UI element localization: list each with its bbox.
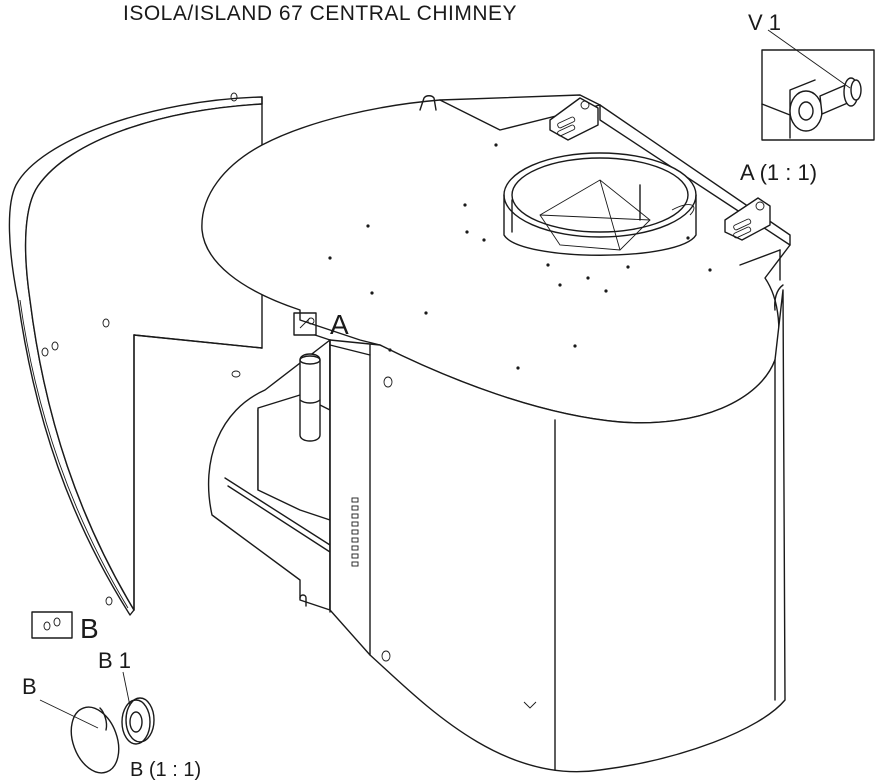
detail-a-scale-label: A (1 : 1) <box>740 160 817 185</box>
skirt-hole <box>383 376 393 388</box>
hood-body <box>201 94 791 773</box>
detail-b-scale-label: B (1 : 1) <box>130 759 201 781</box>
skirt-hole <box>381 650 391 662</box>
mounting-bracket <box>724 197 771 241</box>
panel-hole <box>105 596 113 606</box>
panel-hole <box>102 318 110 328</box>
detail-b-marker: B <box>31 611 99 644</box>
capacitor <box>299 353 321 442</box>
detail-b-left-label: B <box>22 674 37 699</box>
detail-a-part-label: V 1 <box>748 10 781 35</box>
duct-collar <box>503 152 697 256</box>
panel-hole <box>230 92 238 102</box>
mounting-bracket <box>549 97 599 141</box>
panel-hole <box>231 370 241 378</box>
panel-hole <box>51 341 59 351</box>
drawing-title: ISOLA/ISLAND 67 CENTRAL CHIMNEY <box>123 2 517 25</box>
detail-a-view: V 1 A (1 : 1) <box>740 10 875 185</box>
control-buttons <box>351 497 359 567</box>
detail-b-view: B B 1 B (1 : 1) <box>22 648 201 781</box>
panel-hole <box>41 347 49 357</box>
detail-b-marker-label: B <box>80 613 99 644</box>
detail-a-marker-label: A <box>330 309 349 340</box>
detail-a-marker: A <box>293 309 349 340</box>
detail-b-right-label: B 1 <box>98 648 131 673</box>
plate-screw-dots <box>328 143 712 370</box>
left-curved-panel <box>8 92 263 616</box>
